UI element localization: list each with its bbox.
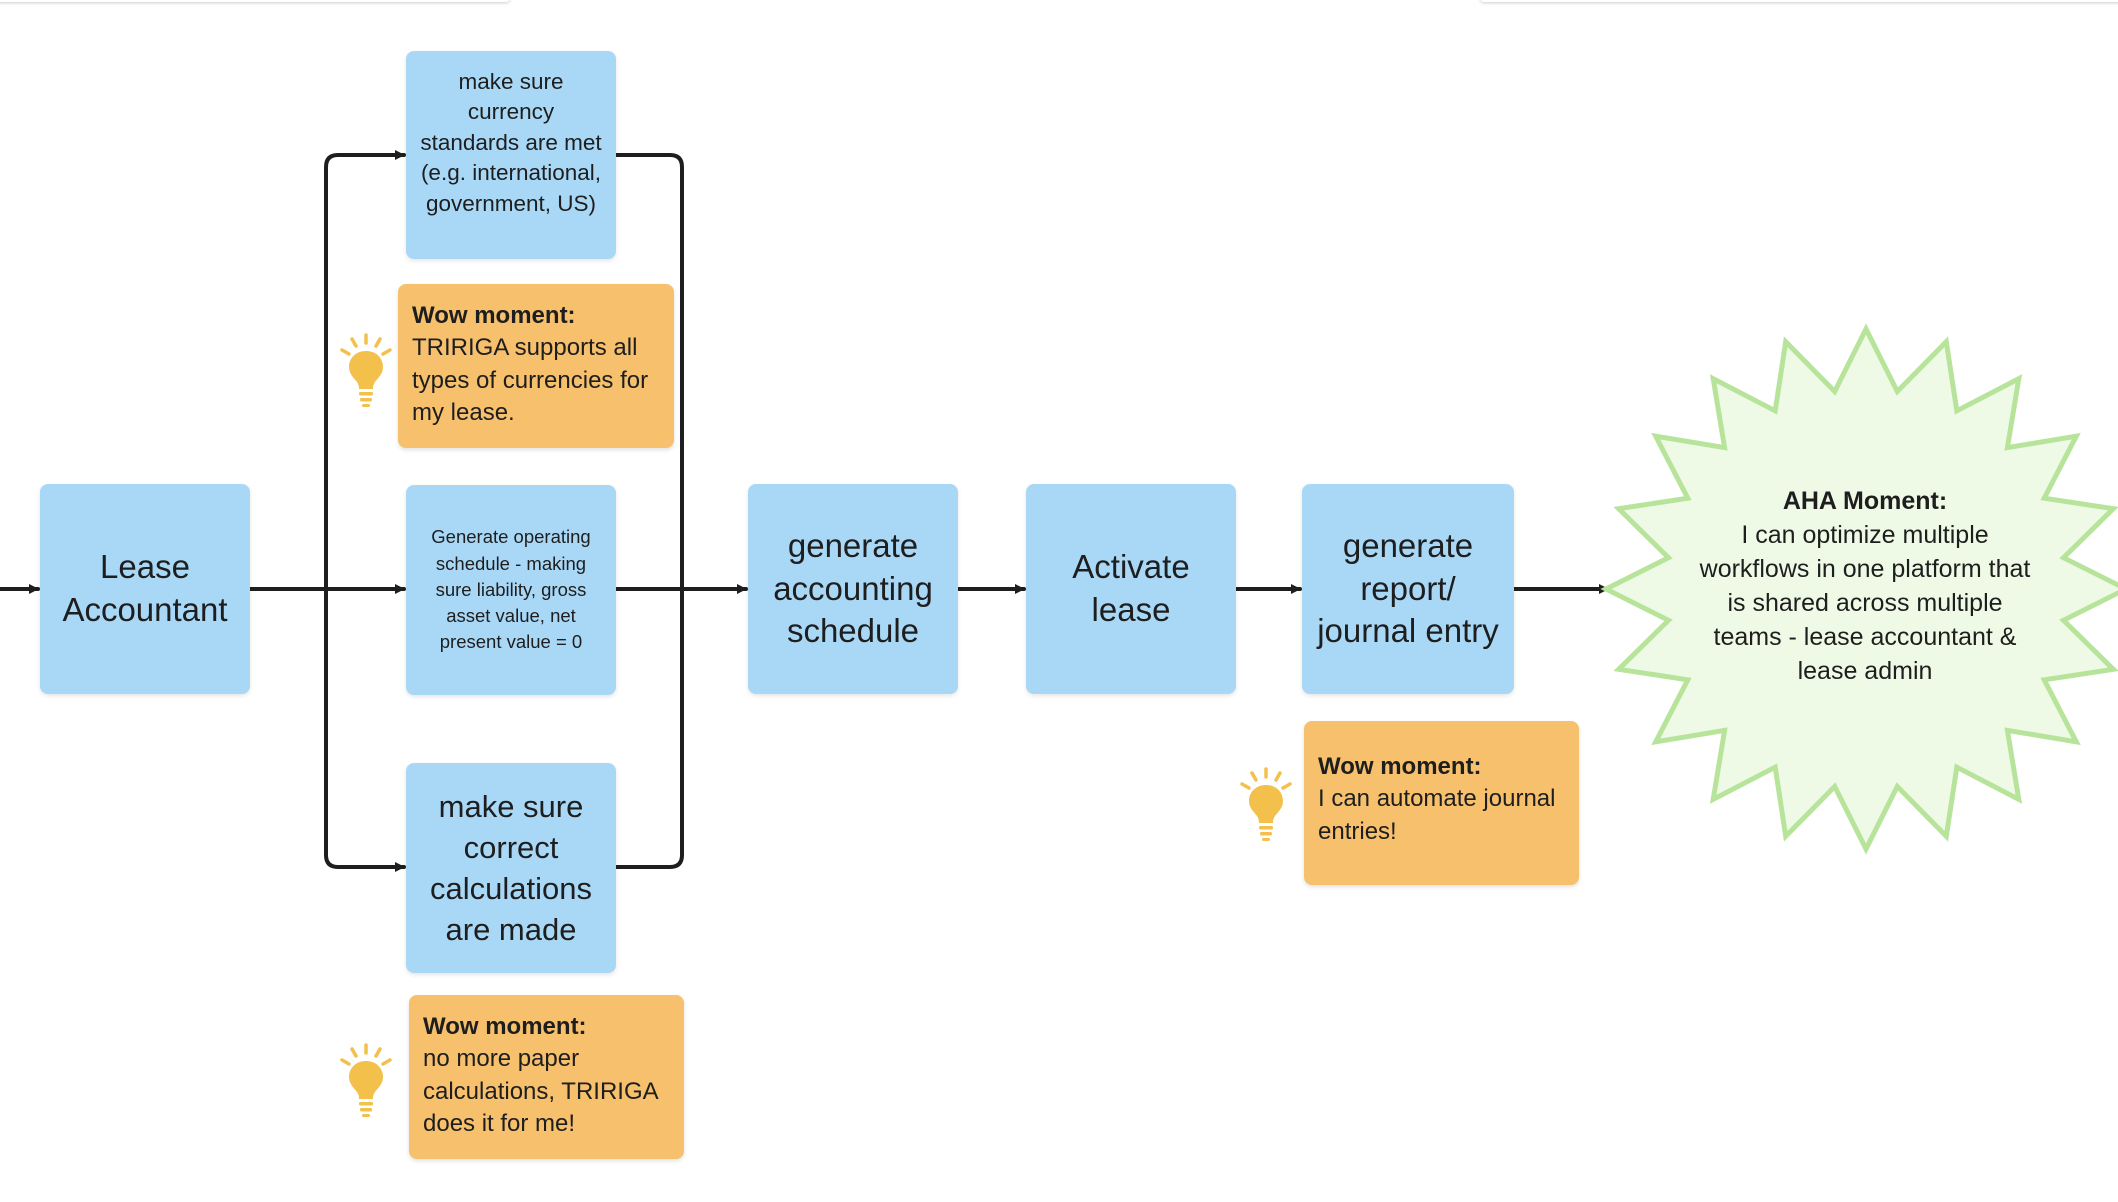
aha-title: AHA Moment: [1782, 487, 1948, 515]
node-report-journal[interactable]: generate report/ journal entry [1302, 484, 1514, 694]
node-label: generate report/ journal entry [1317, 526, 1499, 650]
wow-note-currencies[interactable]: Wow moment: TRIRIGA supports all types o… [398, 284, 674, 448]
aha-moment-text: AHA Moment: I can optimize multiple work… [1690, 484, 2040, 688]
node-label: make sure correct calculations are made [430, 788, 592, 948]
node-lease-accountant[interactable]: Lease Accountant [40, 484, 250, 694]
offscreen-card-edge [0, 0, 510, 2]
split-to-calculations [324, 587, 406, 872]
merge-from-currency [614, 153, 684, 591]
node-currency-standards[interactable]: make sure currency standards are met (e.… [406, 51, 616, 259]
wow-note-title: Wow moment: [1318, 753, 1482, 780]
wow-note-calculations[interactable]: Wow moment: no more paper calculations, … [409, 995, 684, 1159]
node-label: Generate operating schedule - making sur… [431, 526, 591, 653]
wow-note-body: no more paper calculations, TRIRIGA does… [423, 1045, 658, 1138]
wow-note-title: Wow moment: [412, 302, 576, 329]
wow-note-body: I can automate journal entries! [1318, 785, 1556, 845]
lightbulb-icon [340, 333, 392, 409]
wow-note-body: TRIRIGA supports all types of currencies… [412, 334, 649, 427]
merge-from-calculations [614, 587, 684, 869]
lightbulb-icon [340, 1043, 392, 1119]
node-operating-schedule[interactable]: Generate operating schedule - making sur… [406, 485, 616, 695]
node-label: make sure currency standards are met (e.… [420, 69, 602, 216]
lightbulb-icon [1240, 767, 1292, 843]
split-to-currency [324, 150, 406, 591]
wow-note-title: Wow moment: [423, 1013, 587, 1040]
aha-starburst [1600, 323, 2118, 855]
offscreen-card-edge [1480, 0, 2118, 2]
node-correct-calculations[interactable]: make sure correct calculations are made [406, 763, 616, 973]
node-label: Activate lease [1072, 548, 1190, 628]
wow-note-journal[interactable]: Wow moment: I can automate journal entri… [1304, 721, 1579, 885]
node-accounting-schedule[interactable]: generate accounting schedule [748, 484, 958, 694]
node-label: generate accounting schedule [773, 526, 933, 650]
aha-body: I can optimize multiple workflows in one… [1699, 521, 2031, 685]
node-activate-lease[interactable]: Activate lease [1026, 484, 1236, 694]
node-label: Lease Accountant [62, 548, 228, 628]
